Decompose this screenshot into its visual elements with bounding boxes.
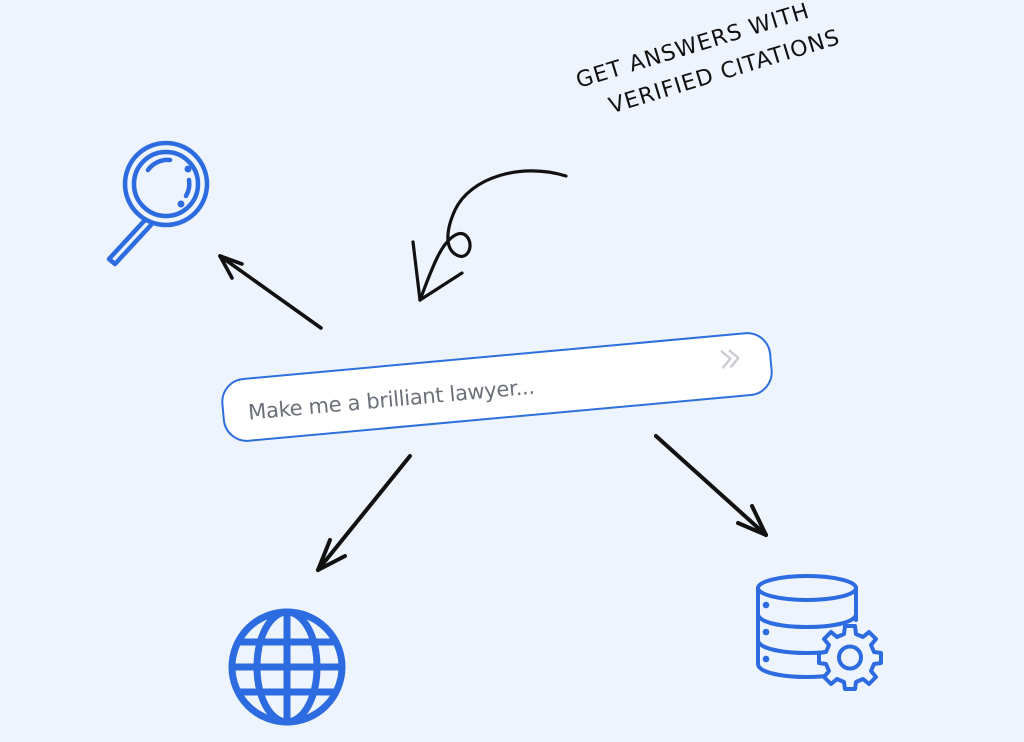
database-gear-icon [756,574,883,691]
double-chevron-right-icon [720,349,740,369]
magnifying-glass-icon [106,140,210,267]
arrow-to-search-icon [218,254,323,330]
search-box[interactable] [219,330,775,444]
arrow-annotation-to-search [411,169,568,302]
submit-button[interactable] [714,341,749,376]
arrow-to-database-icon [654,434,768,537]
globe-icon [228,608,346,726]
search-bar [219,330,775,444]
arrow-to-globe-icon [316,454,412,572]
